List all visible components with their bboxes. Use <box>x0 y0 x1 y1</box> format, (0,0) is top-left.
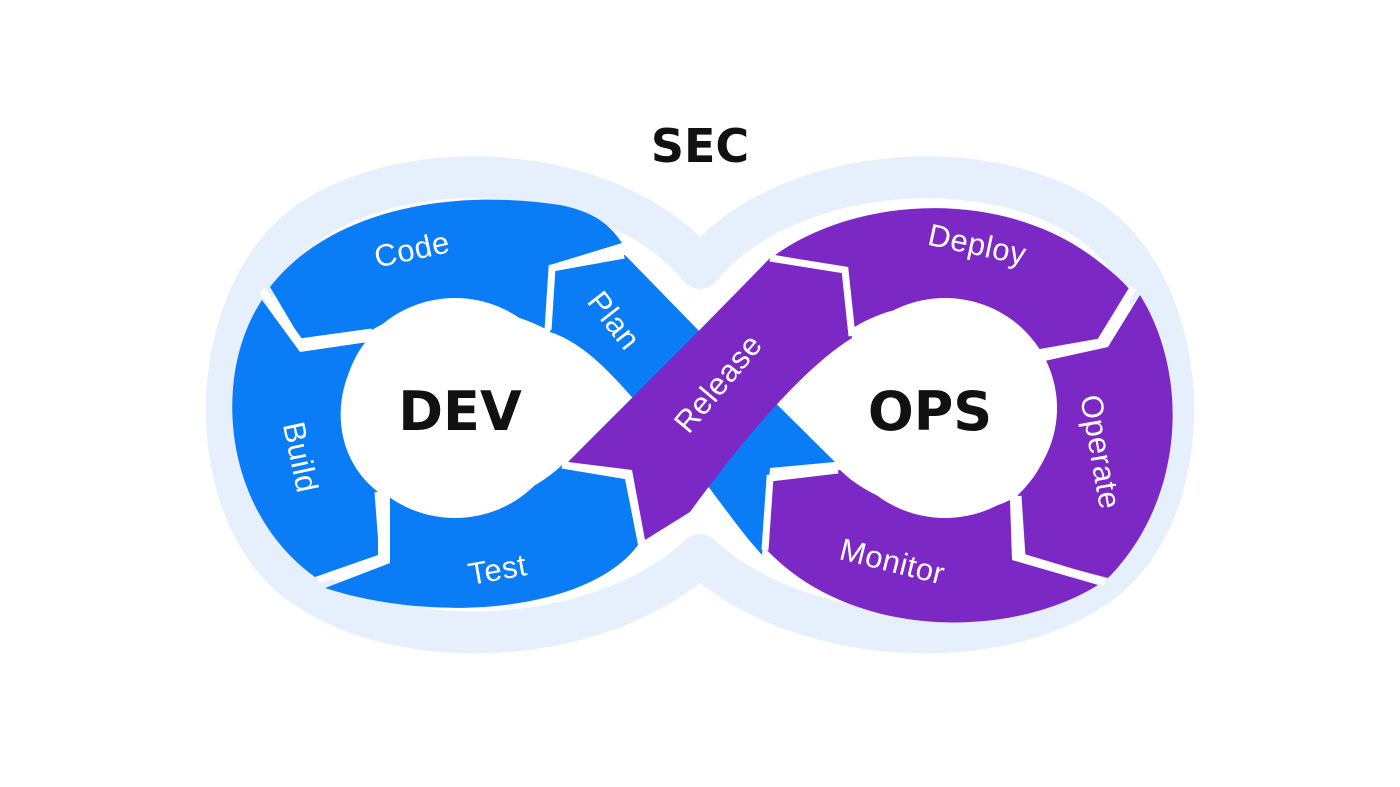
segment-monitor <box>765 470 1098 623</box>
segment-separators <box>259 251 1136 586</box>
ops-lobe <box>568 208 1173 623</box>
ops-center <box>833 298 1057 518</box>
center-holes <box>343 298 1057 518</box>
segment-operate <box>1018 295 1173 578</box>
ops-label: OPS <box>868 380 992 443</box>
segment-deploy <box>775 208 1130 352</box>
segment-release <box>568 258 852 540</box>
sec-label: SEC <box>651 119 749 173</box>
segment-build <box>232 300 378 577</box>
segment-code <box>270 199 622 341</box>
dev-lobe <box>232 199 835 608</box>
infinity-halo <box>205 156 1195 654</box>
dev-center <box>343 298 567 518</box>
dev-label: DEV <box>398 380 522 443</box>
